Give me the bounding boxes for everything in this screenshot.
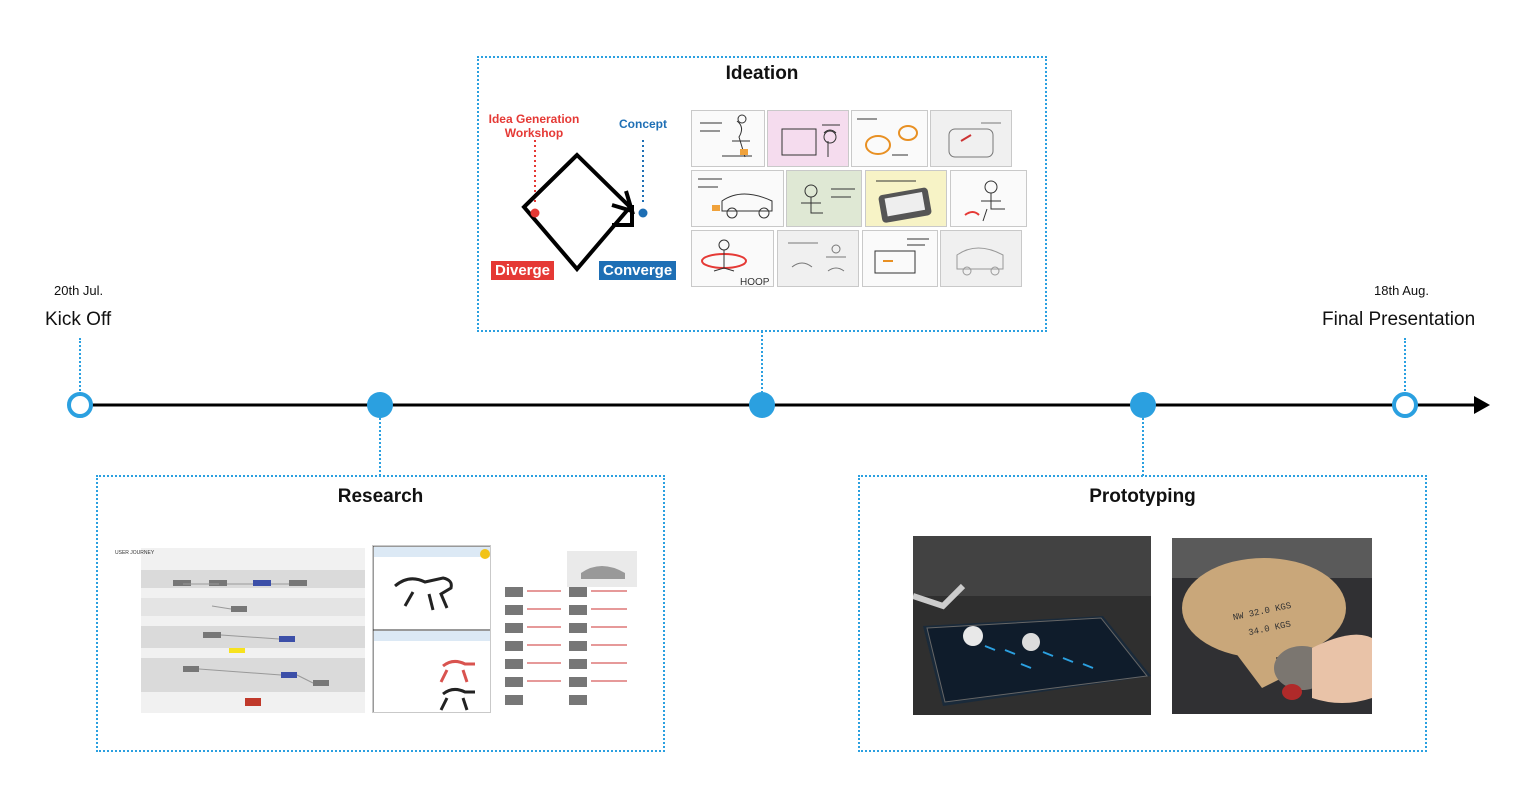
converge-tag: Converge: [599, 261, 677, 280]
kickoff-marker: [67, 392, 93, 418]
research-box: [96, 475, 665, 752]
sketch-thumbnail: [862, 230, 938, 287]
final-label: Final Presentation: [1322, 309, 1476, 330]
horse-metaphor-thumbnail: [372, 545, 491, 713]
research-connector: [379, 418, 381, 476]
sketch-thumbnail: [691, 170, 784, 227]
research-marker: [367, 392, 393, 418]
ideation-connector: [761, 331, 763, 393]
concept-label: Concept: [619, 117, 667, 131]
sketch-thumbnail: [777, 230, 859, 287]
prototyping-connector: [1142, 418, 1144, 476]
prototype-photo-paddle: NW 32.0 KGS 34.0 KGS: [1172, 538, 1372, 714]
ideation-title: Ideation: [725, 63, 799, 84]
sketch-thumbnail: [767, 110, 849, 167]
idea-generation-label: Idea Generation Workshop: [488, 112, 580, 140]
sketch-thumbnail: [865, 170, 947, 227]
sketch-thumbnail: [930, 110, 1012, 167]
research-title: Research: [337, 486, 424, 507]
prototyping-box: [858, 475, 1427, 752]
final-marker: [1392, 392, 1418, 418]
prototyping-marker: [1130, 392, 1156, 418]
diverge-tag: Diverge: [491, 261, 555, 280]
kickoff-label: Kick Off: [45, 309, 112, 330]
sketch-thumbnail: [950, 170, 1027, 227]
ideation-marker: [749, 392, 775, 418]
sketch-thumbnail: HOOP: [691, 230, 774, 287]
final-connector: [1404, 338, 1406, 394]
kickoff-date: 20th Jul.: [54, 283, 104, 298]
car-sensor-thumbnail: [497, 543, 653, 715]
diverge-converge-icon: [521, 140, 648, 273]
prototype-photo-table: [913, 536, 1151, 715]
arrow-head-icon: [1474, 396, 1490, 414]
ideation-box: [477, 56, 1047, 332]
sketch-thumbnail: [940, 230, 1022, 287]
sketch-thumbnail: [691, 110, 765, 167]
svg-text:HOOP: HOOP: [740, 277, 770, 287]
sketch-thumbnail: [786, 170, 862, 227]
svg-text:USER JOURNEY: USER JOURNEY: [115, 550, 155, 556]
journey-map-thumbnail: USER JOURNEY: [113, 540, 366, 713]
prototyping-title: Prototyping: [1089, 486, 1196, 507]
final-date: 18th Aug.: [1374, 283, 1429, 298]
kickoff-connector: [79, 338, 81, 394]
sketch-thumbnail: [851, 110, 928, 167]
